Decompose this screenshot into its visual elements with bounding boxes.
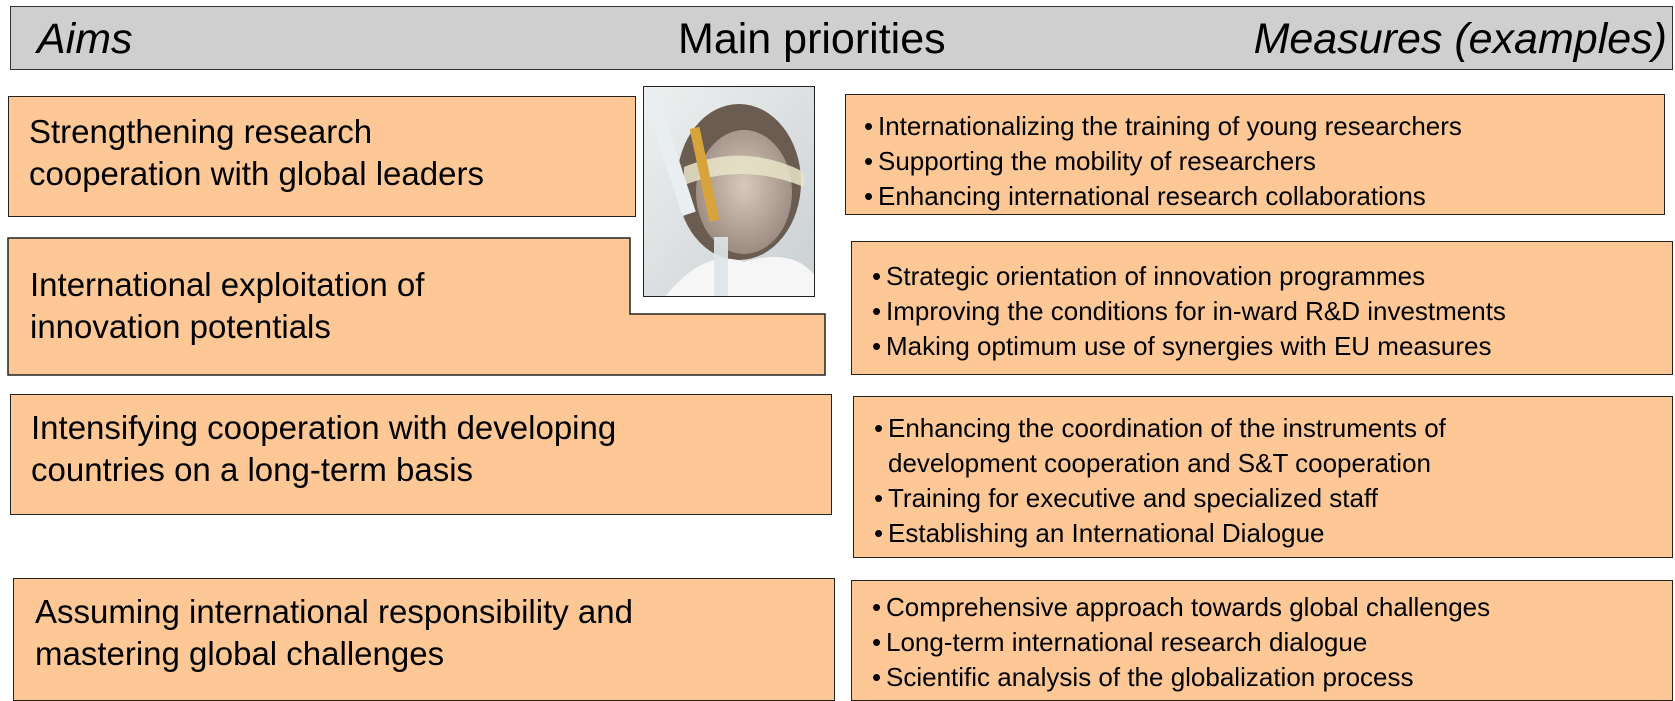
- header-bar: Aims Main priorities Measures (examples): [10, 6, 1673, 70]
- measure-item: •Long-term international research dialog…: [872, 625, 1490, 660]
- bullet-icon: •: [864, 181, 874, 211]
- aim-text-2: International exploitation of innovation…: [30, 264, 424, 348]
- aim-box-3: Intensifying cooperation with developing…: [10, 394, 832, 515]
- bullet-icon: •: [872, 592, 882, 622]
- bullet-icon: •: [864, 111, 874, 141]
- bullet-icon: •: [872, 261, 882, 291]
- header-aims: Aims: [37, 15, 133, 63]
- measure-item: •Making optimum use of synergies with EU…: [872, 329, 1506, 364]
- measure-item: •Enhancing international research collab…: [864, 179, 1462, 214]
- bullet-icon: •: [874, 483, 884, 513]
- measure-item: •Strategic orientation of innovation pro…: [872, 259, 1506, 294]
- measures-box-4: •Comprehensive approach towards global c…: [851, 580, 1673, 701]
- measures-list-2: •Strategic orientation of innovation pro…: [872, 259, 1506, 364]
- measure-item: •Internationalizing the training of youn…: [864, 109, 1462, 144]
- aim-line: International exploitation of: [30, 266, 425, 303]
- header-measures: Measures (examples): [1253, 15, 1667, 63]
- measures-box-1: •Internationalizing the training of youn…: [845, 94, 1665, 215]
- bullet-icon: •: [872, 627, 882, 657]
- measure-item: •Enhancing the coordination of the instr…: [874, 411, 1446, 446]
- aim-line: innovation potentials: [30, 308, 331, 345]
- measure-item-continuation: development cooperation and S&T cooperat…: [888, 448, 1432, 478]
- bullet-icon: •: [874, 518, 884, 548]
- bullet-icon: •: [874, 413, 884, 443]
- aim-text-1: Strengthening research cooperation with …: [29, 111, 484, 195]
- aim-box-4: Assuming international responsibility an…: [13, 578, 835, 701]
- measure-item: •Establishing an International Dialogue: [874, 516, 1446, 551]
- scientist-pipette-image: [644, 87, 814, 296]
- aim-text-4: Assuming international responsibility an…: [35, 591, 633, 675]
- measure-item: •Improving the conditions for in-ward R&…: [872, 294, 1506, 329]
- aim-line: Strengthening research: [29, 113, 373, 150]
- measure-item: •Scientific analysis of the globalizatio…: [872, 660, 1490, 695]
- bullet-icon: •: [872, 662, 882, 692]
- aim-text-3: Intensifying cooperation with developing…: [31, 407, 616, 491]
- measure-item: •Training for executive and specialized …: [874, 481, 1446, 516]
- measure-item: •Comprehensive approach towards global c…: [872, 590, 1490, 625]
- aim-line: countries on a long-term basis: [31, 451, 474, 488]
- measures-list-1: •Internationalizing the training of youn…: [864, 109, 1462, 214]
- aim-line: mastering global challenges: [35, 635, 445, 672]
- scientist-photo: [643, 86, 815, 297]
- aim-line: Assuming international responsibility an…: [35, 593, 633, 630]
- bullet-icon: •: [872, 296, 882, 326]
- aim-line: Intensifying cooperation with developing: [31, 409, 617, 446]
- measures-list-3: •Enhancing the coordination of the instr…: [874, 411, 1446, 551]
- bullet-icon: •: [872, 331, 882, 361]
- aim-box-1: Strengthening research cooperation with …: [8, 96, 636, 217]
- header-main-priorities: Main priorities: [678, 15, 946, 63]
- measure-item: •Supporting the mobility of researchers: [864, 144, 1462, 179]
- aim-line: cooperation with global leaders: [29, 155, 484, 192]
- measures-box-3: •Enhancing the coordination of the instr…: [853, 396, 1673, 558]
- measures-box-2: •Strategic orientation of innovation pro…: [851, 241, 1673, 375]
- measures-list-4: •Comprehensive approach towards global c…: [872, 590, 1490, 695]
- bullet-icon: •: [864, 146, 874, 176]
